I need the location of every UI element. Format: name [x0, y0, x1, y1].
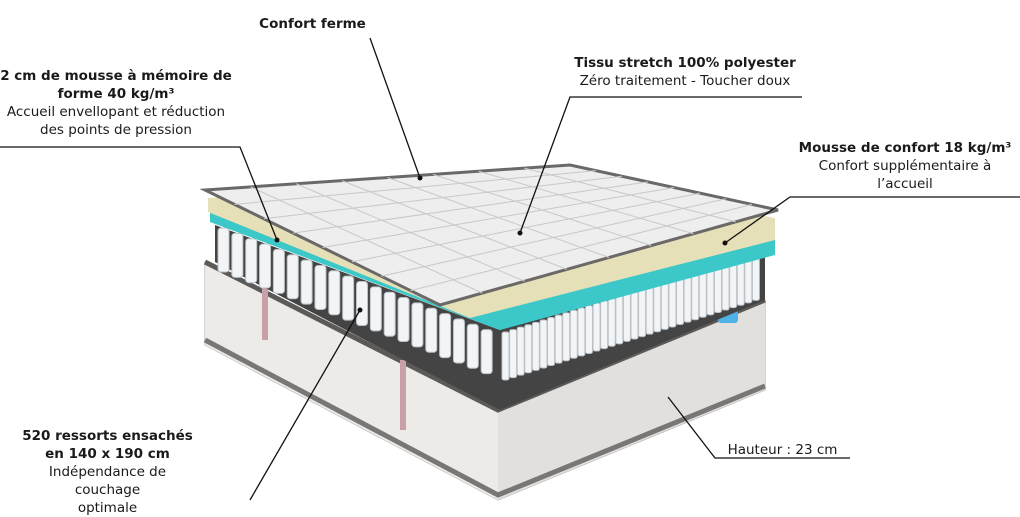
handle-strap	[262, 280, 268, 340]
spring-pocket	[452, 318, 465, 364]
fabric-title: Tissu stretch 100% polyester	[574, 55, 796, 71]
spring-pocket	[342, 275, 355, 321]
springs-desc-2: optimale	[77, 500, 138, 516]
spring-pocket	[721, 261, 730, 311]
spring-pocket	[600, 300, 609, 350]
spring-pocket	[615, 295, 624, 345]
spring-pocket	[668, 278, 677, 328]
quilted-top-layer	[199, 163, 779, 307]
pocket-springs	[215, 225, 765, 410]
spring-pocket	[480, 329, 493, 375]
quilt-stitch	[432, 173, 652, 247]
spring-pocket	[356, 281, 368, 326]
spring-pocket	[397, 297, 410, 343]
spring-pocket	[539, 319, 548, 369]
quilt-stitch	[381, 198, 727, 277]
label-springs: 520 ressorts ensachés en 140 x 190 cm In…	[15, 427, 200, 517]
springs-title: 520 ressorts ensachés	[22, 428, 193, 444]
spring-pocket	[698, 268, 707, 318]
spring-pocket	[328, 270, 341, 316]
spring-pocket	[607, 297, 616, 347]
spring-pocket	[592, 302, 601, 352]
spring-pocket	[676, 276, 685, 326]
spring-pocket	[531, 321, 540, 371]
springs-title-2: en 140 x 190 cm	[45, 446, 170, 462]
handle-strap	[400, 360, 406, 430]
label-fabric: Tissu stretch 100% polyester Zéro traite…	[565, 54, 805, 90]
memory-foam-desc: Accueil envellopant et réduction	[6, 104, 226, 120]
spring-pocket	[286, 254, 299, 300]
spring-pocket	[259, 243, 272, 289]
memory-foam-desc-2: des points de pression	[40, 122, 192, 138]
spring-pocket	[411, 302, 424, 348]
spring-pocket	[584, 304, 593, 354]
spring-pocket	[425, 307, 438, 353]
spring-pocket	[645, 285, 654, 335]
spring-pocket	[439, 313, 452, 359]
quilt-stitch	[322, 187, 675, 248]
spring-pocket	[245, 238, 258, 284]
spring-pocket	[713, 263, 722, 313]
spring-pocket	[369, 286, 382, 332]
spring-pocket	[653, 283, 662, 333]
spring-pocket	[562, 312, 571, 362]
leader-lines	[0, 37, 1020, 501]
spring-pocket	[300, 259, 313, 305]
fabric-desc: Zéro traitement - Toucher doux	[579, 73, 791, 89]
label-comfort-foam: Mousse de confort 18 kg/m³ Confort suppl…	[795, 139, 1015, 193]
spring-pocket	[706, 266, 715, 316]
spring-pocket	[577, 307, 586, 357]
spring-pocket	[466, 323, 479, 369]
spring-pocket	[524, 324, 533, 374]
spring-pocket	[314, 264, 327, 310]
comfort-foam-title: Mousse de confort 18 kg/m³	[798, 140, 1012, 156]
quilt-stitch	[410, 203, 753, 292]
label-height: Hauteur : 23 cm	[720, 441, 845, 459]
quilt-stitch	[524, 167, 736, 223]
height-desc: Hauteur : 23 cm	[727, 442, 838, 458]
label-memory-foam: 2 cm de mousse à mémoire de forme 40 kg/…	[0, 67, 232, 139]
top-comfort-title: Confort ferme	[259, 16, 366, 32]
spring-pocket	[630, 290, 639, 340]
spring-pocket	[509, 329, 518, 379]
spring-pocket	[691, 271, 700, 321]
memory-foam-title-2: forme 40 kg/m³	[57, 86, 175, 102]
spring-pocket	[683, 273, 692, 323]
spring-pocket	[231, 232, 244, 278]
spring-pocket	[217, 227, 230, 273]
memory-foam-title: 2 cm de mousse à mémoire de	[0, 68, 232, 84]
spring-pocket	[547, 317, 556, 367]
springs-desc: Indépendance de couchage	[48, 464, 167, 498]
spring-pocket	[569, 309, 578, 359]
spring-pocket	[516, 326, 525, 376]
comfort-foam-desc: Confort supplémentaire à	[818, 158, 992, 174]
comfort-foam-desc-2: l’accueil	[877, 176, 933, 192]
label-top-comfort: Confort ferme	[240, 15, 385, 33]
spring-pocket	[383, 291, 396, 337]
spring-pocket	[622, 292, 631, 342]
spring-pocket	[272, 248, 285, 294]
quilt-stitch	[351, 192, 701, 263]
spring-pocket	[660, 280, 669, 330]
spring-pocket	[501, 331, 510, 381]
spring-pocket	[554, 314, 563, 364]
spring-pocket	[638, 288, 647, 338]
quilt-stitch	[478, 170, 694, 235]
